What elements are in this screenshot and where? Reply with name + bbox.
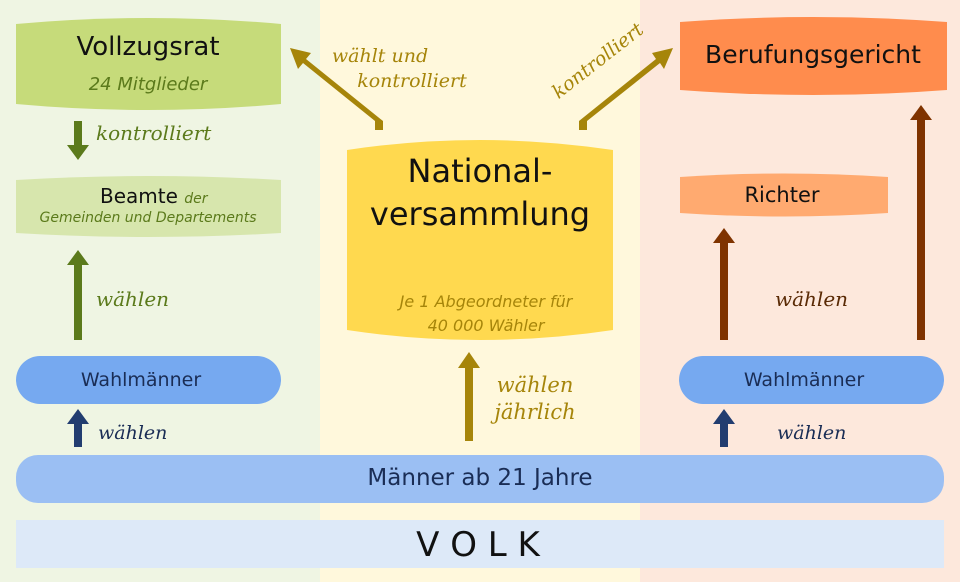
richter-label: Richter (744, 183, 820, 207)
label-waehlen-left-lower: wählen (98, 422, 168, 444)
nationalversammlung-line2: versammlung (369, 195, 591, 233)
beamte-box (16, 176, 281, 237)
wahlmaenner-right-box (679, 356, 944, 404)
arrow-kontrolliert-down (67, 121, 89, 160)
label-waehlen-jaehrlich-2: jährlich (494, 400, 576, 424)
maenner-bar (16, 455, 944, 503)
volk-label: V O L K (416, 525, 540, 565)
berufungsgericht-box (680, 17, 947, 95)
label-waehlt-und: wählt und (331, 45, 429, 67)
arrow-kontrolliert-right (579, 48, 673, 130)
vollzugsrat-title: Vollzugsrat (76, 32, 220, 62)
wahlmaenner-left-label: Wahlmänner (80, 369, 202, 391)
label-waehlen-left-upper: wählen (96, 287, 170, 311)
arrow-waehlen-jaehrlich-up (458, 352, 480, 441)
label-kontrolliert-mid: kontrolliert (357, 70, 467, 92)
arrow-waehlen-green-up (67, 250, 89, 340)
wahlmaenner-left-box (16, 356, 281, 404)
arrow-waehlt-kontrolliert (290, 48, 383, 130)
vollzugsrat-box (16, 18, 281, 110)
beamte-small-der: der (184, 191, 208, 207)
nationalversammlung-note-1: Je 1 Abgeordneter für (399, 292, 573, 311)
arrow-waehlen-right-up (713, 409, 735, 447)
label-waehlen-right-lower: wählen (777, 422, 847, 444)
volk-bar (16, 520, 944, 568)
wahlmaenner-right-label: Wahlmänner (743, 369, 865, 391)
richter-box (680, 173, 888, 217)
beamte-main-text: Beamte (100, 184, 178, 208)
beamte-small: Gemeinden und Departements (39, 210, 257, 226)
berufungsgericht-label: Berufungsgericht (705, 40, 921, 69)
label-kontrolliert-left: kontrolliert (96, 121, 212, 145)
nationalversammlung-note-2: 40 000 Wähler (427, 316, 545, 335)
arrow-waehlen-left-up (67, 409, 89, 447)
beamte-main: Beamte der (100, 184, 208, 208)
maenner-label: Männer ab 21 Jahre (367, 465, 593, 491)
nationalversammlung-box (347, 140, 613, 340)
arrow-waehlen-richter-up (713, 228, 735, 340)
label-waehlen-right-upper: wählen (775, 287, 849, 311)
vollzugsrat-subtitle: 24 Mitglieder (88, 74, 208, 95)
nationalversammlung-line1: National- (407, 152, 553, 190)
label-waehlen-jaehrlich-1: wählen (496, 373, 574, 397)
arrow-waehlen-berufungsgericht-up (910, 105, 932, 340)
